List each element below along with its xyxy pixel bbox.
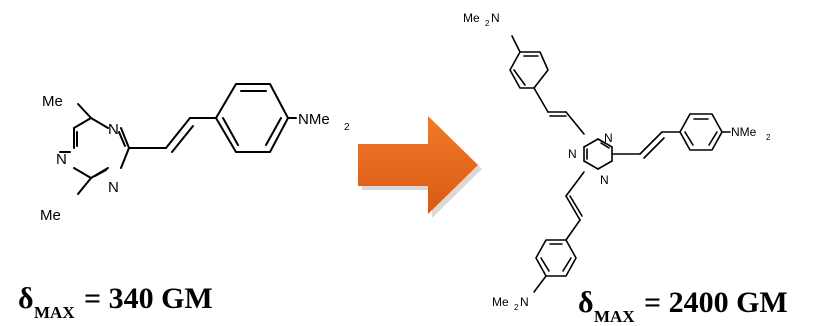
right-upper-arm xyxy=(509,35,585,135)
right-lower-arm xyxy=(533,171,585,293)
triazine-n-top: N xyxy=(108,121,119,138)
lower-amine-n: N xyxy=(520,295,529,309)
reaction-arrow xyxy=(358,116,482,218)
right-triazine-ring xyxy=(583,138,613,170)
lower-amine-sub: 2 xyxy=(514,303,519,312)
upper-amine-sub: 2 xyxy=(485,19,490,28)
right-cross-section-label: δ MAX = 2400 GM xyxy=(578,286,788,326)
left-molecule: Me Me N N N NMe 2 xyxy=(40,83,350,224)
arrow-shape xyxy=(358,116,478,214)
upper-amine-n: N xyxy=(491,11,500,25)
amine-label: NMe xyxy=(298,111,330,128)
methyl-bond-bottom xyxy=(77,177,92,195)
right-amine-label: NMe xyxy=(731,125,757,139)
right-right-amine: NMe 2 xyxy=(731,125,771,142)
left-benzene-ring xyxy=(215,83,289,153)
right-delta-value: = 2400 GM xyxy=(644,286,788,319)
left-cross-section-label: δ MAX = 340 GM xyxy=(18,282,213,322)
amine-subscript: 2 xyxy=(344,122,350,133)
right-upper-amine: Me 2 N xyxy=(463,11,500,28)
r-triazine-n-bottom: N xyxy=(600,173,609,187)
left-triazine-ring xyxy=(59,117,130,179)
left-delta-symbol: δ xyxy=(18,282,34,315)
left-delta-value: = 340 GM xyxy=(84,282,213,315)
lower-amine-me: Me xyxy=(492,295,509,309)
right-delta-symbol: δ xyxy=(578,286,594,319)
left-dimethylamino-group: NMe 2 xyxy=(298,111,350,133)
triazine-n-bottom: N xyxy=(108,179,119,196)
right-delta-subscript: MAX xyxy=(594,307,635,326)
right-right-arm xyxy=(611,113,731,159)
methyl-bond-top xyxy=(77,103,92,119)
r-triazine-n-top: N xyxy=(604,131,613,145)
right-molecule: N N N Me 2 N xyxy=(463,11,771,312)
right-lower-amine: Me 2 N xyxy=(492,295,529,312)
methyl-label-bottom: Me xyxy=(40,207,61,224)
methyl-label-top: Me xyxy=(42,93,63,110)
right-amine-sub: 2 xyxy=(766,133,771,142)
upper-amine-me: Me xyxy=(463,11,480,25)
triazine-n-left: N xyxy=(56,151,67,168)
r-triazine-n-left: N xyxy=(568,147,577,161)
left-delta-subscript: MAX xyxy=(34,303,75,322)
left-vinyl-linker xyxy=(128,117,217,153)
